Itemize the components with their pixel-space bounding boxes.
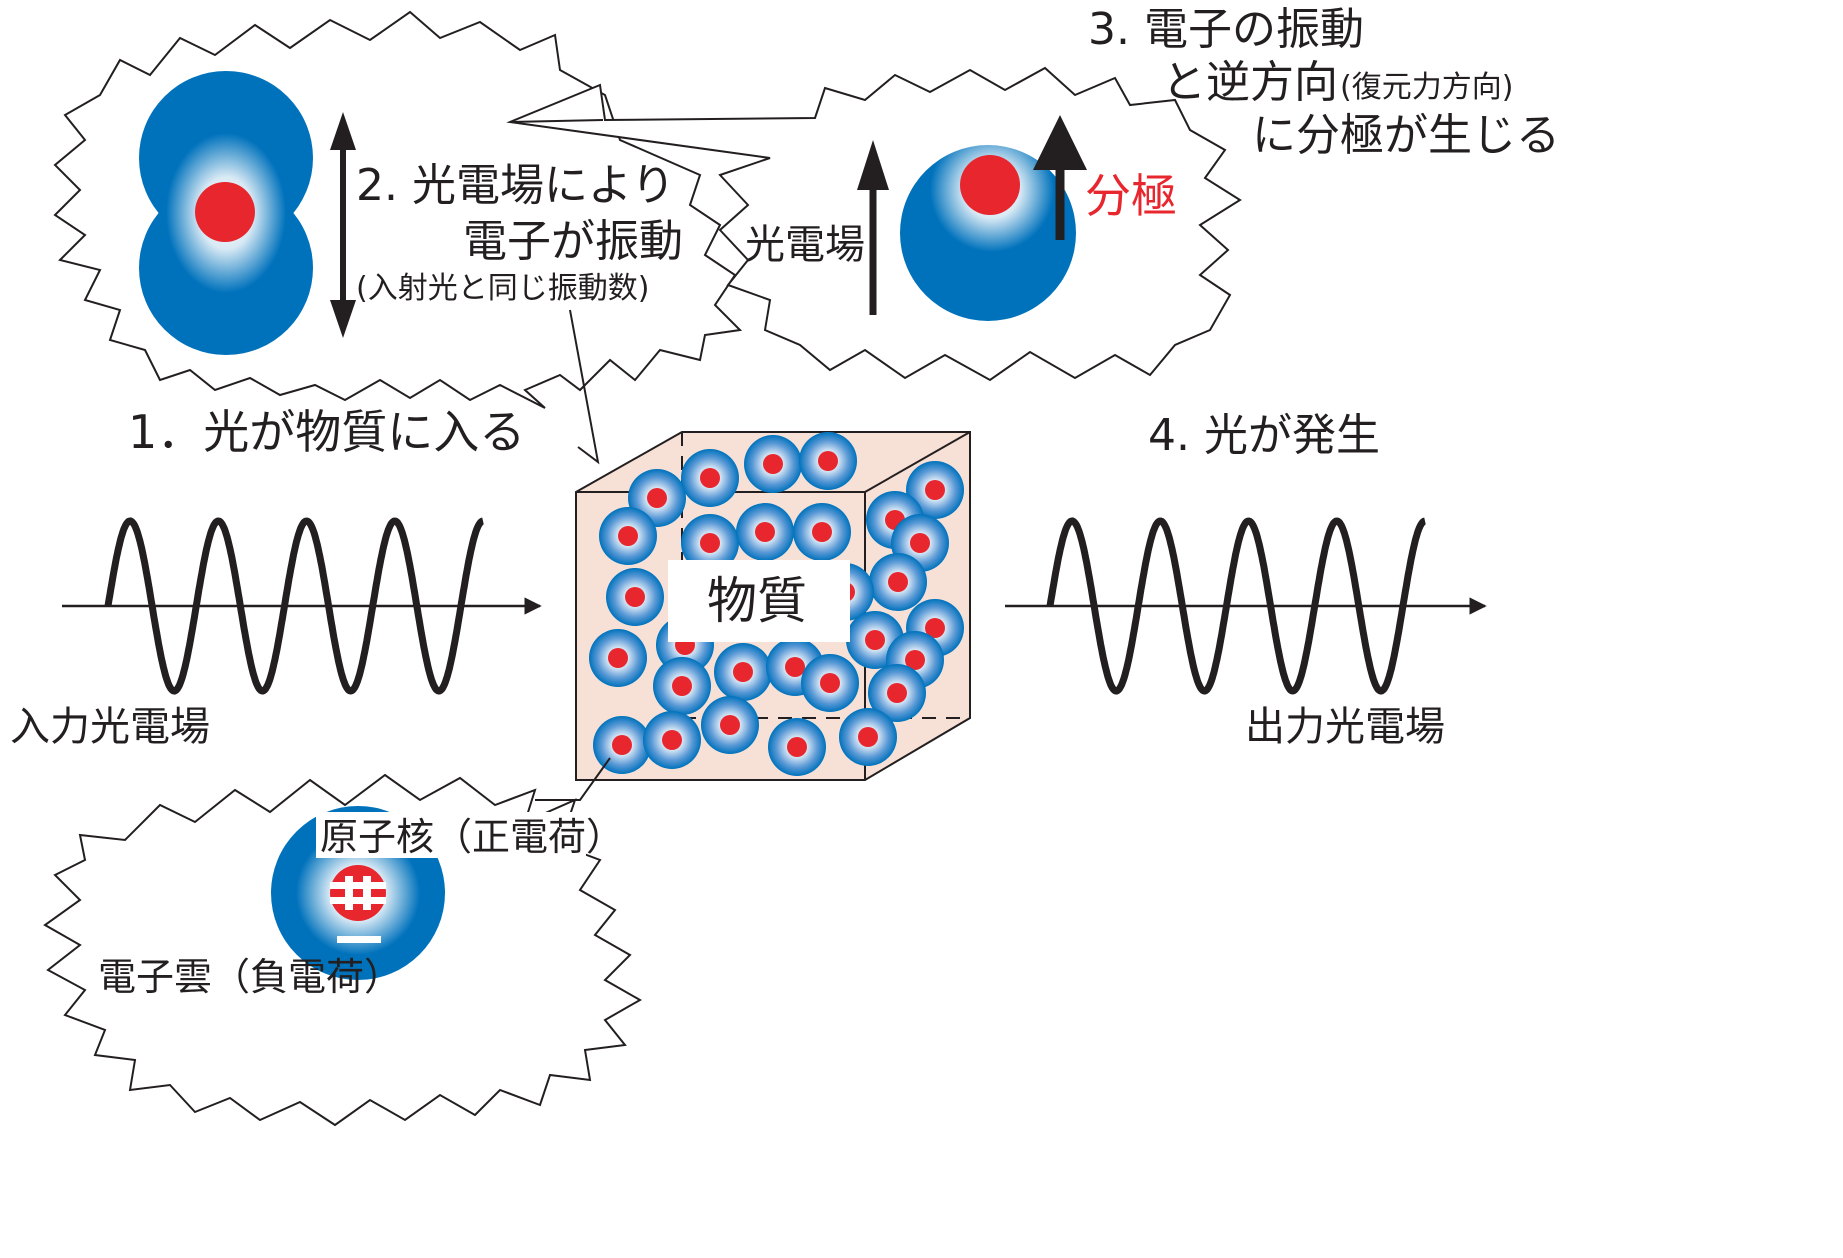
atom-nucleus-icon: [618, 526, 638, 546]
pointer-line-bubble1: [569, 309, 600, 465]
electron-cloud-label: 電子雲（負電荷）: [98, 955, 402, 999]
polarization-label: 分極: [1085, 169, 1177, 223]
output-wave: 出力光電場: [1005, 517, 1487, 750]
atom-nucleus-icon: [608, 648, 628, 668]
atom-nucleus-icon: [812, 522, 832, 542]
step4-label: 4. 光が発生: [1148, 410, 1380, 461]
input-field-label: 入力光電場: [10, 704, 210, 750]
step3-line2b: (復元力方向): [1340, 70, 1513, 105]
atom-nucleus-icon: [612, 735, 632, 755]
positive-charge-icon: [330, 865, 386, 921]
step3-line2a: と逆方向: [1162, 57, 1338, 108]
input-wave: 入力光電場: [10, 517, 542, 750]
callout-bubble-oscillation: 2. 光電場により 電子が振動 (入射光と同じ振動数): [53, 10, 743, 409]
atom-nucleus-icon: [662, 730, 682, 750]
atom-nucleus-icon: [787, 737, 807, 757]
atom-nucleus-icon: [905, 650, 925, 670]
atom-nucleus-icon: [865, 630, 885, 650]
negative-charge-icon: [337, 936, 381, 943]
atom-nucleus-icon: [720, 715, 740, 735]
output-field-label: 出力光電場: [1245, 704, 1445, 750]
atom-nucleus-icon: [700, 533, 720, 553]
atom-nucleus-icon: [888, 572, 908, 592]
light-field-arrow-icon: [857, 140, 889, 190]
atom-nucleus-icon: [820, 673, 840, 693]
step2-line2: 電子が振動: [463, 216, 683, 267]
nucleus-icon: [195, 182, 255, 242]
nucleus-label: 原子核（正電荷）: [320, 815, 624, 859]
material-label: 物質: [707, 572, 807, 630]
step3-line3: に分極が生じる: [1252, 110, 1560, 161]
atom-cluster: [589, 432, 964, 776]
polarized-nucleus-icon: [960, 155, 1020, 215]
atom-nucleus-icon: [925, 618, 945, 638]
step2-line3: (入射光と同じ振動数): [356, 271, 649, 306]
atom-nucleus-icon: [818, 451, 838, 471]
atom-nucleus-icon: [647, 488, 667, 508]
atom-nucleus-icon: [887, 683, 907, 703]
atom-nucleus-icon: [925, 480, 945, 500]
atom-nucleus-icon: [910, 533, 930, 553]
callout-bubble-atom: 原子核（正電荷） 電子雲（負電荷）: [43, 773, 643, 1127]
callout-bubble-polarization: 光電場 分極: [506, 66, 1242, 382]
atom-nucleus-icon: [700, 468, 720, 488]
polarization-arrow-icon: [1033, 115, 1087, 170]
material-label-box: [668, 560, 850, 642]
step3-line1: 3. 電子の振動: [1088, 4, 1364, 55]
pointer-line-bubble3: [535, 757, 611, 801]
arrow-up-icon: [330, 112, 356, 150]
atom-nucleus-icon: [763, 454, 783, 474]
atom-nucleus-icon: [858, 727, 878, 747]
arrow-down-icon: [330, 300, 356, 338]
atom-nucleus-icon: [733, 662, 753, 682]
atom-nucleus-icon: [755, 522, 775, 542]
atom-nucleus-icon: [672, 676, 692, 696]
atom-nucleus-icon: [625, 587, 645, 607]
atom-nucleus-icon: [785, 657, 805, 677]
light-field-label: 光電場: [745, 222, 865, 268]
step2-line1: 2. 光電場により: [356, 160, 675, 211]
step1-label: 1．光が物質に入る: [128, 405, 525, 459]
material-cube: 物質: [575, 431, 971, 781]
